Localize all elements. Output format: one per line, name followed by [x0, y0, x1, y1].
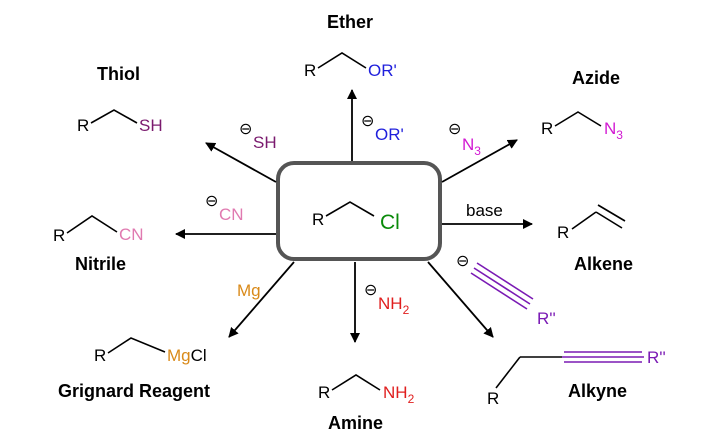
arrow-to-thiol [205, 142, 277, 183]
azide-r-label: R [541, 119, 553, 138]
reagent-magnesium-label: Mg [237, 281, 261, 300]
alkyne-group-label: R'' [647, 348, 666, 367]
thiol-bond-skeleton [90, 109, 138, 124]
alkene-single-bond [571, 211, 597, 230]
ether-group-label: OR' [368, 61, 397, 80]
reagent-cyanide-label: CN [219, 205, 244, 224]
product-name-nitrile: Nitrile [75, 254, 126, 274]
alkyne-r-label: R [487, 389, 499, 408]
reagent-hydrosulfide-label: SH [253, 133, 277, 152]
reagent-amide-label: NH2 [378, 294, 410, 317]
product-name-ether: Ether [327, 12, 373, 32]
product-ether: R OR' [304, 52, 397, 80]
acetylide-triple-bond-3 [470, 272, 528, 310]
alkyne-single-bond-1 [495, 356, 521, 389]
product-azide: R N3 [541, 111, 623, 142]
thiol-r-label: R [77, 116, 89, 135]
grignard-group-label: MgCl [167, 346, 207, 365]
center-cl-label: Cl [380, 211, 400, 234]
product-alkyne: R R'' [487, 348, 666, 408]
reagent-acetylide-label: R'' [537, 309, 556, 328]
product-alkene: R [557, 204, 626, 242]
product-name-grignard: Grignard Reagent [58, 381, 210, 401]
charge-symbol-cyanide: ⊖ [205, 193, 218, 210]
center-box [276, 161, 442, 261]
alkene-double-bond-a [595, 211, 623, 229]
center-alkyl-chloride: R Cl [312, 201, 400, 234]
arrow-to-alkyne [427, 261, 494, 338]
grignard-bond-skeleton [107, 337, 166, 354]
product-name-alkyne: Alkyne [568, 381, 627, 401]
product-name-amine: Amine [328, 413, 383, 433]
product-amine: R NH2 [318, 374, 415, 406]
nitrile-bond-skeleton [66, 215, 118, 234]
reagent-amide: ⊖ NH2 [364, 282, 410, 317]
ether-bond-skeleton [317, 52, 367, 69]
acetylide-triple-bond-1 [473, 267, 531, 305]
alkene-double-bond-b [597, 204, 626, 222]
reagent-hydrosulfide: ⊖ SH [239, 121, 277, 152]
center-r-label: R [312, 210, 324, 229]
azide-group-label: N3 [604, 119, 623, 142]
charge-symbol-amide: ⊖ [364, 282, 377, 299]
charge-symbol-azide: ⊖ [448, 121, 461, 138]
reagent-azide-label: N3 [462, 135, 481, 158]
amine-group-label: NH2 [383, 383, 415, 406]
reagent-acetylide: ⊖ R'' [456, 253, 556, 328]
product-nitrile: R CN [53, 215, 144, 245]
product-name-alkene: Alkene [574, 254, 633, 274]
product-name-thiol: Thiol [97, 64, 140, 84]
reagent-base-label: base [466, 201, 503, 220]
azide-bond-skeleton [554, 111, 602, 127]
center-bond-skeleton [325, 201, 375, 217]
product-grignard: R MgCl [94, 337, 207, 365]
nitrile-r-label: R [53, 226, 65, 245]
charge-symbol-alkoxide: ⊖ [361, 113, 374, 130]
product-name-azide: Azide [572, 68, 620, 88]
product-thiol: R SH [77, 109, 163, 135]
nitrile-group-label: CN [119, 225, 144, 244]
grignard-r-label: R [94, 346, 106, 365]
thiol-group-label: SH [139, 116, 163, 135]
amine-r-label: R [318, 383, 330, 402]
reagent-cyanide: ⊖ CN [205, 193, 244, 224]
charge-symbol-acetylide: ⊖ [456, 253, 469, 270]
reagent-azide-ion: ⊖ N3 [448, 121, 481, 158]
arrow-to-azide [441, 139, 518, 183]
ether-r-label: R [304, 61, 316, 80]
alkene-r-label: R [557, 223, 569, 242]
acetylide-triple-bond-2 [476, 262, 534, 300]
arrow-to-grignard [228, 261, 295, 338]
charge-symbol-hydrosulfide: ⊖ [239, 121, 252, 138]
amine-bond-skeleton [331, 374, 381, 391]
reagent-alkoxide-label: OR' [375, 125, 404, 144]
reagent-alkoxide: ⊖ OR' [361, 113, 404, 144]
